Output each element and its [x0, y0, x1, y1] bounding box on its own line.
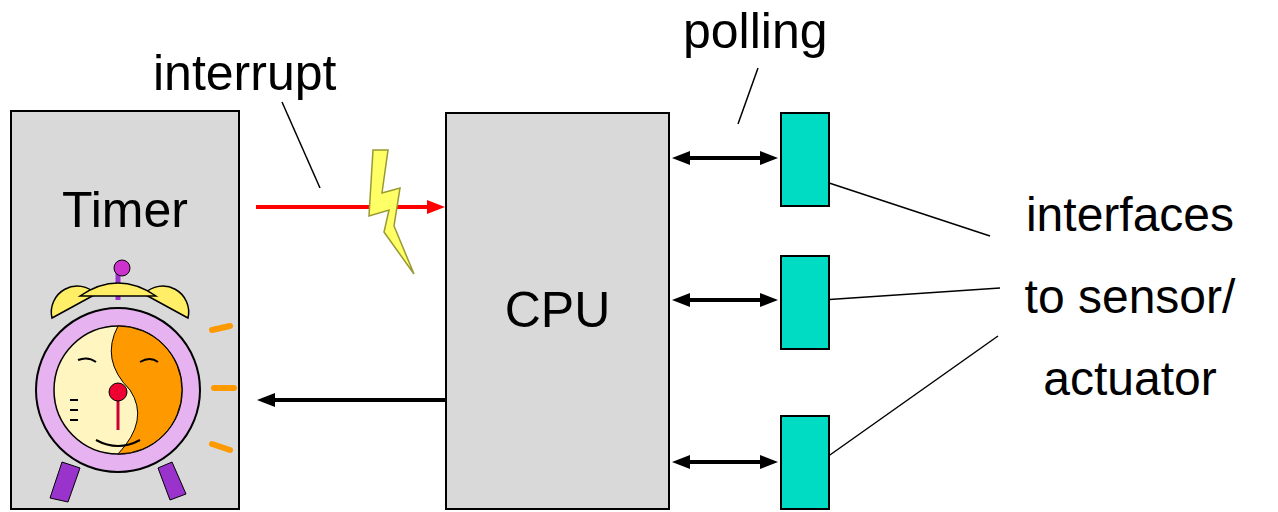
interface-box [780, 255, 830, 350]
node-title: Timer [62, 182, 188, 240]
control-arrow [271, 398, 445, 402]
alarm-clock-icon [10, 110, 240, 510]
polling-arrow [686, 298, 764, 302]
interface-box [780, 112, 830, 207]
signal-label: interrupt [153, 45, 336, 103]
leader-line [822, 288, 1000, 300]
timer-box: Timer [10, 110, 240, 510]
polling-arrow [686, 156, 764, 160]
leader-line [820, 180, 990, 236]
polling-arrow [686, 460, 764, 464]
leader-line [820, 336, 998, 462]
node-title: CPU [505, 282, 611, 340]
signal-label: polling [683, 3, 828, 61]
interface-box [780, 415, 830, 510]
interrupt-arrow [256, 205, 431, 209]
lightning-bolt [369, 150, 414, 274]
leader-line [738, 68, 758, 124]
callout-label: interfaces to sensor/ actuator [1010, 174, 1250, 420]
cpu-box: CPU [445, 112, 670, 510]
leader-line [282, 102, 320, 188]
